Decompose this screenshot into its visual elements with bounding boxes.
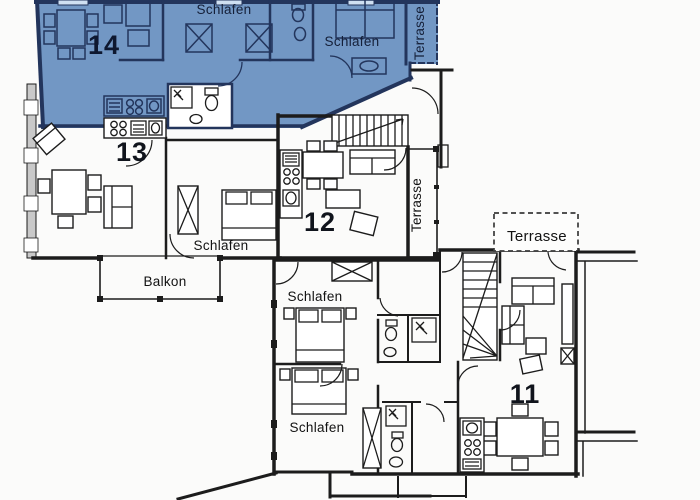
terrace-dashed-edge [409, 0, 438, 65]
kitchen-counter-icon [103, 117, 167, 139]
room-label: Schlafen [288, 289, 343, 304]
wall [31, 136, 282, 260]
dining-table-icon [37, 169, 102, 229]
kitchen-counter-icon [459, 417, 485, 473]
door-arc [275, 261, 399, 387]
shower-icon [385, 405, 407, 427]
bed-icon [283, 307, 357, 363]
room-label: Terrasse [409, 178, 424, 232]
sideboard-icon [103, 1, 151, 47]
middle-rooms [271, 249, 459, 476]
door-arc [441, 251, 567, 387]
bathroom [166, 82, 234, 130]
dashed-terrace-box [493, 212, 579, 252]
room-label: Balkon [143, 274, 186, 289]
apartment-number: 12 [304, 207, 336, 237]
sofa-icon [501, 277, 555, 345]
room-label: Schlafen [197, 2, 252, 17]
shower-icon [411, 317, 437, 343]
labels: Schlafen Schlafen Terrasse 14 13 Schlafe… [88, 2, 567, 435]
toilet-icon [391, 431, 404, 439]
adjacent-building-walls [576, 250, 638, 477]
apartment-14-area [34, 0, 440, 130]
wardrobe-icon [177, 185, 199, 235]
sink-icon [189, 113, 203, 125]
door-arc [411, 87, 439, 115]
bed-icon [335, 0, 395, 39]
door-arc [383, 147, 407, 171]
apartment-number: 13 [116, 137, 148, 167]
kitchen-counter-icon [279, 149, 303, 219]
bathroom [382, 401, 459, 475]
door-arc [125, 139, 153, 167]
door-arc [169, 233, 195, 259]
room-label: Schlafen [325, 34, 380, 49]
wall [410, 68, 454, 169]
wardrobe-icon [331, 261, 373, 282]
bed-icon [221, 189, 277, 241]
bed-icon [279, 367, 359, 415]
coffee-table-icon [525, 337, 547, 355]
sofa-icon [349, 149, 396, 175]
window [57, 0, 375, 6]
wall [271, 249, 441, 476]
shower-icon [170, 86, 193, 109]
balcony-railing [97, 255, 223, 302]
wardrobe-icon [362, 407, 382, 469]
sink-icon [351, 57, 387, 75]
wall [299, 75, 414, 130]
stairwell [410, 68, 498, 361]
apartment-number: 11 [510, 379, 541, 409]
apartment-number: 14 [88, 30, 120, 60]
terrace-outline [407, 146, 439, 258]
sink-icon [383, 346, 397, 358]
apartment-12-area [276, 113, 440, 260]
door-arc [217, 61, 243, 87]
bathroom [383, 317, 437, 358]
armchair-icon [32, 122, 66, 156]
apartment-13-area [23, 83, 282, 302]
door-arc [425, 403, 445, 423]
wardrobe-icon [185, 23, 273, 53]
door-arc [329, 55, 353, 79]
apartment-11-area [176, 212, 638, 500]
wall [276, 113, 440, 260]
dining-table-icon [43, 9, 99, 60]
sofa-icon [103, 185, 133, 229]
room-label: Terrasse [507, 228, 567, 245]
spiral-stairs-icon [462, 252, 498, 361]
wall [34, 0, 46, 130]
toilet-icon [385, 319, 398, 327]
exterior-window-wall [23, 83, 39, 259]
sink-icon [388, 456, 404, 468]
coffee-table-icon [325, 189, 361, 209]
armchair-icon [349, 210, 379, 237]
dining-table-icon [302, 140, 344, 190]
toilet-icon [291, 3, 307, 42]
dining-table-icon [482, 403, 559, 471]
stairs-icon [331, 114, 409, 147]
chair-icon [518, 354, 544, 375]
tv-board-icon [560, 283, 575, 365]
kitchen-counter-icon [103, 95, 165, 117]
room-label: Schlafen [194, 238, 249, 253]
room-label: Terrasse [412, 6, 427, 60]
room-label: Schlafen [290, 420, 345, 435]
